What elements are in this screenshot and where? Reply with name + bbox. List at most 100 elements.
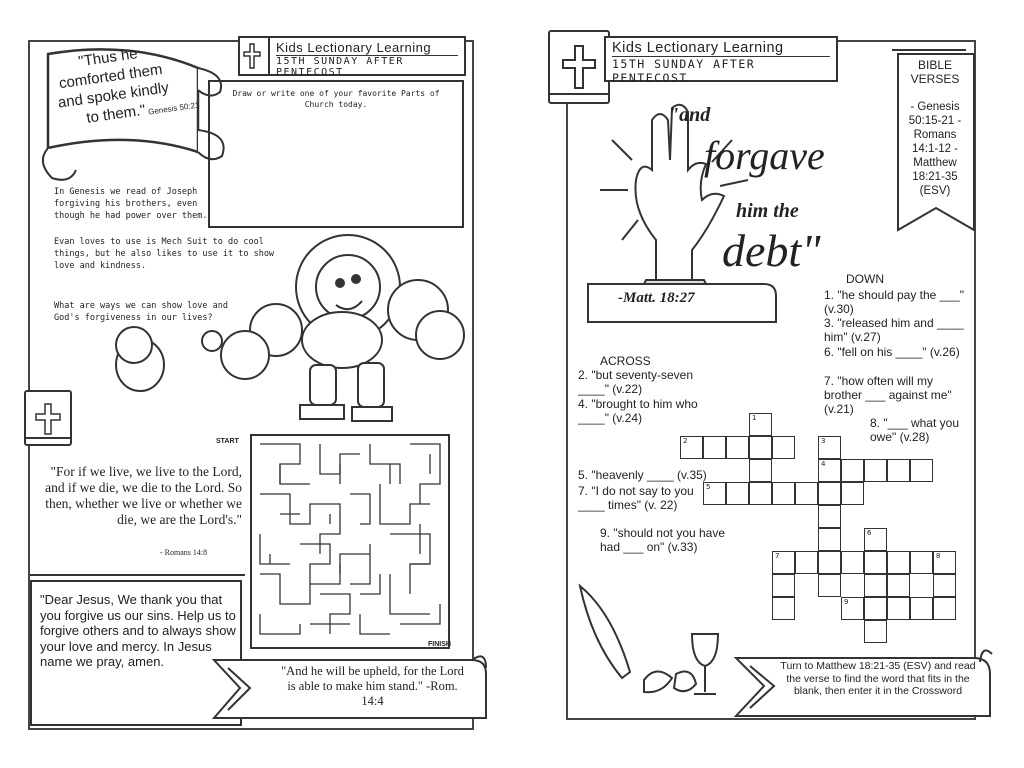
crossword-cell[interactable] <box>864 459 887 482</box>
down-clue-1: 1. "he should pay the ___" (v.30) <box>824 288 964 316</box>
crossword-cell[interactable] <box>841 482 864 505</box>
verse-word-4: debt" <box>722 225 821 276</box>
crossword-cell[interactable] <box>864 551 887 574</box>
across-clue-2: 2. "but seventy-seven ____" (v.22) <box>578 368 693 396</box>
header-subtitle: 15th Sunday after Pentecost <box>276 55 458 78</box>
crossword-cell[interactable] <box>772 482 795 505</box>
crossword-cell[interactable] <box>841 459 864 482</box>
crossword-cell[interactable] <box>933 597 956 620</box>
maze[interactable] <box>250 434 450 649</box>
prayer-box <box>30 580 242 726</box>
crossword-cell[interactable] <box>818 505 841 528</box>
prayer-text: "Dear Jesus, We thank you that you forgi… <box>40 592 236 669</box>
maze-finish-label: FINISH <box>428 641 451 648</box>
bottom-banner-left-text: "And he will be upheld, for the Lord is … <box>281 664 464 708</box>
crossword-cell[interactable]: 8 <box>933 551 956 574</box>
crossword-cell[interactable] <box>818 528 841 551</box>
bible-verses-list: - Genesis 50:15-21 - Romans 14:1-12 - Ma… <box>908 101 962 197</box>
crossword-cell[interactable]: 1 <box>749 413 772 436</box>
crossword-cell[interactable] <box>864 597 887 620</box>
mech-suit-illustration <box>115 234 465 422</box>
crossword-cell[interactable] <box>772 597 795 620</box>
crossword-cell[interactable] <box>887 551 910 574</box>
crossword-cell[interactable] <box>887 597 910 620</box>
bible-icon <box>548 30 610 104</box>
crossword-cell[interactable]: 3 <box>818 436 841 459</box>
down-clue-3: 3. "released him and ____ him" (v.27) <box>824 316 964 344</box>
romans-quote-text: "For if we live, we live to the Lord, an… <box>45 464 242 527</box>
maze-start-label: START <box>216 438 239 445</box>
crossword-cell-number: 2 <box>683 437 688 445</box>
header-title: Kids Lectionary Learning <box>276 40 432 55</box>
crossword-cell[interactable] <box>772 436 795 459</box>
draw-box: Draw or write one of your favorite Parts… <box>208 80 464 228</box>
verse-word-3: him the <box>736 200 799 222</box>
across-clue-7: 7. "I do not say to you ____ times" (v. … <box>578 484 694 512</box>
crossword-cell-number: 7 <box>775 552 780 560</box>
crossword-cell[interactable]: 4 <box>818 459 841 482</box>
crossword-cell[interactable] <box>887 574 910 597</box>
crossword-cell[interactable] <box>864 574 887 597</box>
crossword-cell[interactable] <box>933 574 956 597</box>
instructions-text: Turn to Matthew 18:21-35 (ESV) and read … <box>780 660 976 697</box>
crossword-cell-number: 4 <box>821 460 826 468</box>
crossword-cell[interactable] <box>726 436 749 459</box>
crossword-cell[interactable] <box>703 436 726 459</box>
crossword-cell[interactable] <box>818 482 841 505</box>
crossword-cell[interactable] <box>841 551 864 574</box>
crossword-cell[interactable] <box>772 574 795 597</box>
crossword-cell[interactable] <box>887 459 910 482</box>
bible-icon <box>24 390 72 446</box>
crossword-cell[interactable] <box>910 597 933 620</box>
crossword-cell[interactable] <box>795 482 818 505</box>
cross-icon <box>238 36 270 76</box>
right-header: Kids Lectionary Learning 15th Sunday aft… <box>604 36 838 85</box>
verse-ref-banner <box>587 283 777 323</box>
bible-verses-banner <box>892 49 975 232</box>
verse-word-2: forgave <box>704 133 825 178</box>
crossword-cell[interactable] <box>726 482 749 505</box>
crossword-cell-number: 8 <box>936 552 941 560</box>
crossword-cell[interactable]: 9 <box>841 597 864 620</box>
crossword-cell-number: 1 <box>752 414 757 422</box>
crossword-cell[interactable]: 6 <box>864 528 887 551</box>
crossword-cell[interactable] <box>749 459 772 482</box>
header-title: Kids Lectionary Learning <box>612 40 784 56</box>
crossword-cell[interactable]: 5 <box>703 482 726 505</box>
bottom-banner-left <box>211 655 487 719</box>
crossword-cell[interactable]: 7 <box>772 551 795 574</box>
verse-word-1: "and <box>668 104 711 126</box>
story-paragraph-2: Evan loves to use is Mech Suit to do coo… <box>54 237 275 271</box>
crossword-cell[interactable] <box>795 551 818 574</box>
crossword-cell[interactable] <box>818 551 841 574</box>
crossword-cell[interactable] <box>818 574 841 597</box>
crossword-cell[interactable] <box>864 620 887 643</box>
quill-and-cup-illustration <box>578 583 720 695</box>
story-paragraph-1: In Genesis we read of Joseph forgiving h… <box>54 187 208 221</box>
scroll-banner <box>41 48 225 181</box>
left-header: Kids Lectionary Learning 15th Sunday aft… <box>238 36 466 78</box>
romans-quote-ref: - Romans 14:8 <box>160 548 208 557</box>
bible-verses-title: BIBLE VERSES <box>910 58 960 86</box>
crossword-cell[interactable] <box>749 482 772 505</box>
crossword-cell[interactable] <box>910 459 933 482</box>
across-clue-4: 4. "brought to him who ____" (v.24) <box>578 397 698 425</box>
crossword-cell-number: 3 <box>821 437 826 445</box>
crossword-cell-number: 6 <box>867 529 872 537</box>
across-title: ACROSS <box>600 354 651 368</box>
instructions-banner <box>733 649 993 717</box>
verse-ref: -Matt. 18:27 <box>618 290 695 306</box>
draw-prompt: Draw or write one of your favorite Parts… <box>232 89 440 109</box>
down-title: DOWN <box>846 272 884 286</box>
crossword-cell[interactable] <box>749 436 772 459</box>
down-clue-8: 8. "___ what you owe" (v.28) <box>870 416 959 444</box>
crossword-cell[interactable]: 2 <box>680 436 703 459</box>
quote-divider <box>30 574 245 576</box>
across-clue-9: 9. "should not you have had ___ on" (v.3… <box>600 526 726 554</box>
crossword-cell-number: 9 <box>844 598 849 606</box>
crossword-cell[interactable] <box>910 551 933 574</box>
header-subtitle: 15th Sunday after Pentecost <box>612 56 830 85</box>
across-clue-5: 5. "heavenly ____ (v.35) <box>578 468 707 482</box>
story-paragraph-3: What are ways we can show love and God's… <box>54 301 228 323</box>
down-clue-7: 7. "how often will my brother ___ agains… <box>824 374 952 416</box>
